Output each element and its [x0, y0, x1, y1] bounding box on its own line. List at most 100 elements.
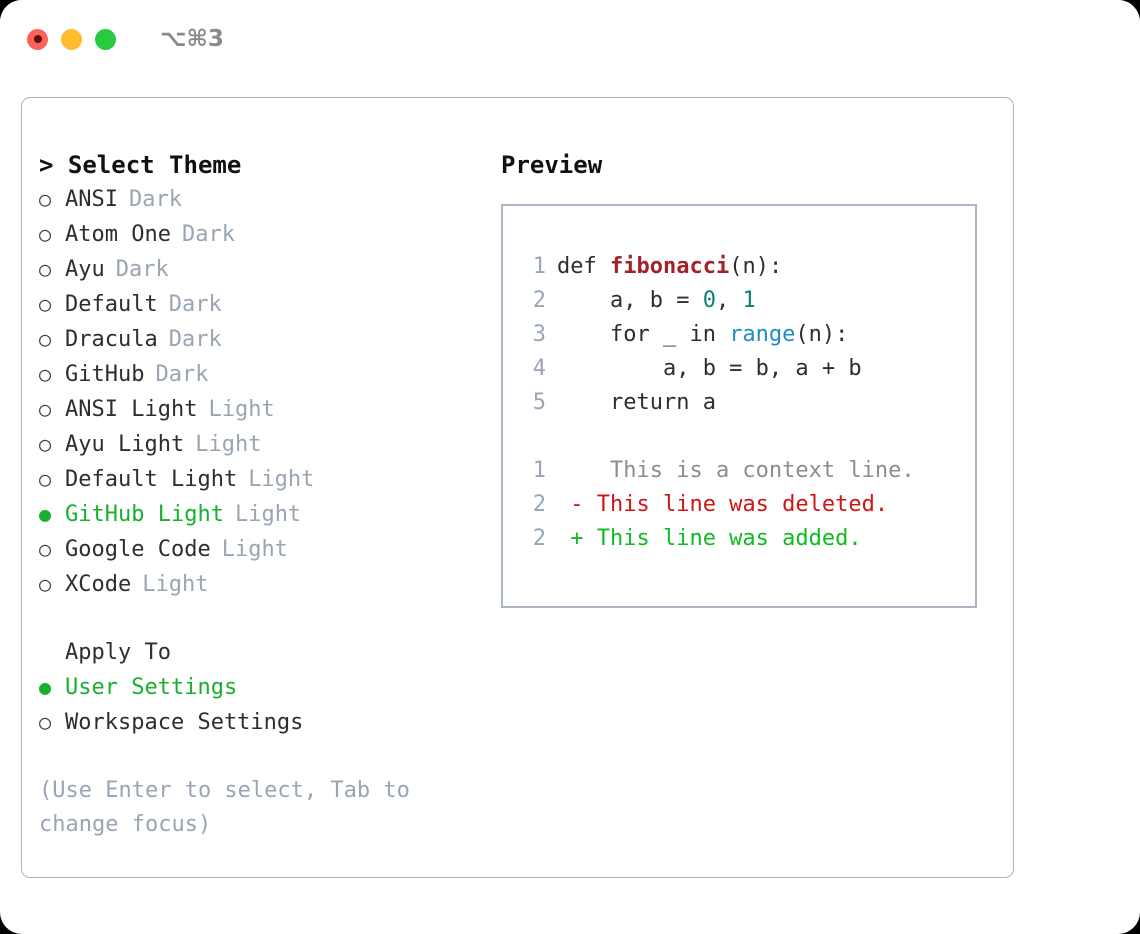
theme-name: GitHub — [65, 362, 145, 387]
code-token: fibonacci — [609, 254, 730, 279]
keyboard-shortcut-label: ⌥⌘3 — [160, 26, 224, 52]
diff-line: 2 - This line was deleted. — [503, 488, 975, 522]
theme-name: ANSI — [65, 187, 118, 212]
code-token: return a — [557, 390, 716, 415]
code-text: a, b = b, a + b — [557, 352, 862, 386]
code-line: 5 return a — [503, 386, 975, 420]
close-button[interactable] — [27, 28, 48, 50]
theme-list-item[interactable]: ○ Default Light Light — [39, 462, 499, 497]
select-theme-heading: > Select Theme — [39, 151, 242, 179]
radio-unselected-icon: ○ — [39, 572, 52, 596]
apply-to-option-label: User Settings — [65, 675, 238, 700]
theme-list-item[interactable]: ○ Atom One Dark — [39, 217, 499, 252]
radio-unselected-icon: ○ — [39, 222, 52, 246]
line-number: 3 — [532, 322, 546, 347]
theme-name: Ayu — [65, 257, 105, 282]
code-token: a, b = b, a + b — [557, 356, 862, 381]
code-text: return a — [557, 386, 716, 420]
code-token: (n): — [795, 322, 849, 347]
line-number: 1 — [532, 458, 546, 483]
theme-variant-tag: Dark — [115, 257, 169, 282]
code-token: for _ in — [557, 322, 730, 347]
code-token: 0 — [702, 288, 716, 313]
diff-sample: 1 This is a context line.2 - This line w… — [503, 454, 975, 556]
theme-name: Atom One — [65, 222, 171, 247]
line-number: 2 — [532, 492, 546, 517]
code-token: range — [729, 322, 796, 347]
keyboard-hint-text: (Use Enter to select, Tab to change focu… — [39, 778, 410, 837]
window-controls — [27, 28, 116, 50]
theme-variant-tag: Dark — [168, 327, 222, 352]
radio-selected-icon: ● — [39, 675, 52, 699]
radio-unselected-icon: ○ — [39, 537, 52, 561]
theme-variant-tag: Light — [142, 572, 209, 597]
apply-to-option[interactable]: ○ Workspace Settings — [39, 705, 499, 740]
theme-list-item[interactable]: ○ Google Code Light — [39, 532, 499, 567]
apply-to-label: Apply To — [65, 640, 171, 665]
theme-list-item[interactable]: ○ XCode Light — [39, 567, 499, 602]
code-token: (n): — [729, 254, 783, 279]
theme-name: XCode — [65, 572, 132, 597]
theme-variant-tag: Light — [208, 397, 275, 422]
code-line: 3 for _ in range(n): — [503, 318, 975, 352]
list-spacer — [39, 602, 499, 636]
theme-variant-tag: Dark — [168, 292, 222, 317]
code-line: 4 a, b = b, a + b — [503, 352, 975, 386]
maximize-button[interactable] — [95, 28, 116, 50]
code-text: def fibonacci(n): — [557, 250, 782, 284]
code-diff-gap — [503, 420, 975, 454]
code-token: def — [557, 254, 610, 279]
title-bar: ⌥⌘3 — [0, 0, 1140, 78]
code-token: , — [715, 288, 743, 313]
apply-to-option-label: Workspace Settings — [65, 710, 304, 735]
minimize-button[interactable] — [61, 28, 82, 50]
theme-variant-tag: Dark — [155, 362, 209, 387]
code-line: 2 a, b = 0, 1 — [503, 284, 975, 318]
line-number: 2 — [532, 288, 546, 313]
theme-list-item[interactable]: ○ ANSI Dark — [39, 182, 499, 217]
radio-unselected-icon: ○ — [39, 292, 52, 316]
line-number: 2 — [532, 526, 546, 551]
radio-unselected-icon: ○ — [39, 362, 52, 386]
diff-line: 2 + This line was added. — [503, 522, 975, 556]
radio-unselected-icon: ○ — [39, 327, 52, 351]
code-token: 1 — [742, 288, 756, 313]
radio-unselected-icon: ○ — [39, 187, 52, 211]
theme-variant-tag: Dark — [128, 187, 182, 212]
theme-name: Google Code — [65, 537, 211, 562]
radio-selected-icon: ● — [39, 502, 52, 526]
code-text: a, b = 0, 1 — [557, 284, 756, 318]
theme-name: Default Light — [65, 467, 238, 492]
apply-to-list[interactable]: ● User Settings ○ Workspace Settings — [39, 670, 499, 740]
preview-heading: Preview — [501, 151, 603, 179]
theme-variant-tag: Light — [221, 537, 288, 562]
diff-text: This is a context line. — [557, 458, 915, 483]
diff-text: + This line was added. — [557, 526, 862, 551]
radio-unselected-icon: ○ — [39, 710, 52, 734]
theme-variant-tag: Dark — [181, 222, 235, 247]
line-number: 4 — [532, 356, 546, 381]
theme-list-item[interactable]: ○ GitHub Dark — [39, 357, 499, 392]
theme-name: GitHub Light — [65, 502, 224, 527]
apply-to-option[interactable]: ● User Settings — [39, 670, 499, 705]
theme-variant-tag: Light — [195, 432, 262, 457]
radio-unselected-icon: ○ — [39, 467, 52, 491]
theme-variant-tag: Light — [248, 467, 315, 492]
diff-line: 1 This is a context line. — [503, 454, 975, 488]
diff-text: - This line was deleted. — [557, 492, 889, 517]
line-number: 5 — [532, 390, 546, 415]
